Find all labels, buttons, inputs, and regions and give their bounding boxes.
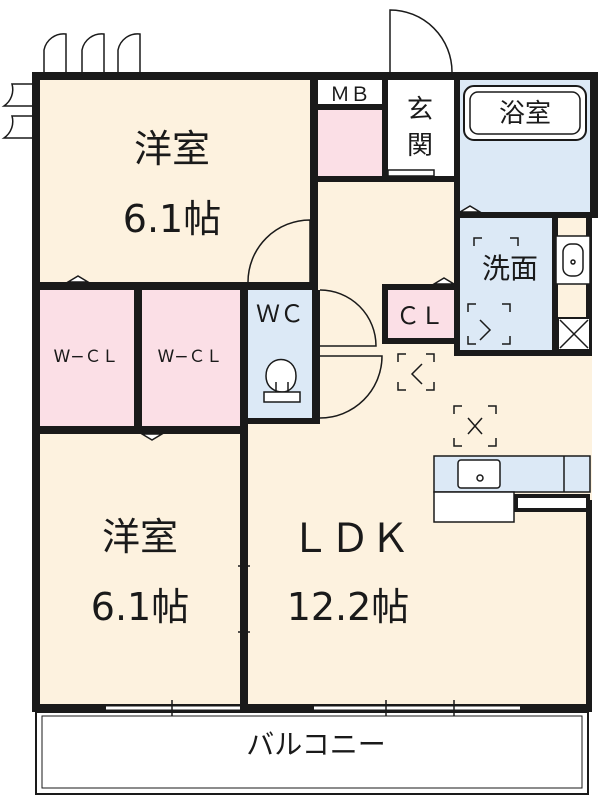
wall-toilet-bottom	[240, 418, 320, 424]
door-swing-icon	[319, 355, 383, 419]
wall-cl-bottom	[382, 338, 458, 344]
washbasin-bowl	[562, 243, 584, 277]
wall-closet-bottom	[38, 426, 248, 434]
door-swing-icon	[1, 83, 32, 107]
closet-door-mark	[457, 205, 483, 213]
entrance-closet-floor	[318, 110, 384, 176]
closet-door-mark	[65, 275, 91, 283]
door-swing-icon	[389, 9, 453, 73]
door-swing-icon	[319, 289, 377, 347]
balcony-outline	[35, 711, 589, 795]
walk-in-closet-2-floor	[142, 290, 242, 428]
walk-in-closet-2-label: W−ＣＬ	[157, 347, 222, 367]
kitchen-bar	[433, 491, 515, 523]
wall-toilet-right	[312, 290, 320, 420]
wall-mb-right	[382, 78, 388, 180]
wall-room1-bottom-b	[246, 282, 318, 290]
doors	[1, 9, 520, 716]
balcony-inner-line	[41, 715, 583, 789]
wall-room1-bottom-a	[38, 282, 246, 290]
wall-closet-divider	[134, 290, 142, 430]
door-swing-icon	[1, 115, 32, 139]
toilet-icon	[265, 358, 297, 393]
wall-wash-bottom	[454, 350, 592, 356]
wall-wash-right	[552, 212, 558, 356]
closet-label: ＣＬ	[396, 302, 444, 330]
wall-top-right	[312, 72, 598, 80]
meter-box-floor	[318, 80, 384, 108]
door-swing-icon	[81, 33, 105, 72]
wall-bath-bottom	[458, 212, 592, 218]
kitchen-partition-inner	[518, 498, 586, 508]
wall-room1-right	[310, 78, 318, 290]
smoke-detector-icon	[467, 303, 511, 345]
wall-right-lower	[586, 500, 592, 710]
wall-right-upper	[590, 72, 598, 218]
wall-left	[32, 72, 40, 712]
wall-entry-closet-bottom	[318, 176, 454, 182]
door-swing-icon	[117, 33, 141, 72]
door-swing-icon	[247, 219, 311, 283]
balcony-label: バルコニー	[246, 728, 385, 761]
toilet-label: ＷＣ	[256, 300, 304, 328]
wall-top-left	[32, 72, 312, 80]
wall-bottom	[32, 704, 592, 712]
closet-door-mark	[431, 277, 457, 285]
washbasin-drain	[570, 259, 576, 265]
walk-in-closet-1-label: W−ＣＬ	[53, 347, 118, 367]
bathtub-inner	[469, 91, 581, 135]
wall-cl-left	[382, 284, 388, 344]
wall-wet-left	[454, 78, 460, 356]
wall-cl-top	[382, 284, 458, 290]
walk-in-closet-1-floor	[38, 290, 136, 428]
smoke-detector-icon	[453, 405, 497, 447]
entrance-step	[387, 169, 435, 177]
ldk-name: ＬＤＫ	[290, 516, 410, 562]
smoke-detector-icon	[473, 237, 519, 246]
toilet-tank	[263, 391, 301, 403]
washroom-label: 洗面	[482, 252, 538, 285]
entrance-floor	[386, 80, 454, 176]
room-labels: 洋室 6.1帖 洋室 6.1帖 ＬＤＫ 12.2帖 W−ＣＬ W−ＣＬ ＷＣ Ｃ…	[53, 82, 551, 629]
entrance-label-top: 玄	[407, 95, 433, 125]
western-room-top-name: 洋室	[134, 127, 210, 171]
bathtub-icon	[463, 85, 587, 141]
western-room-bottom-name: 洋室	[102, 515, 178, 559]
balcony: バルコニー	[35, 711, 589, 795]
closet-floor	[386, 288, 454, 340]
ldk-size: 12.2帖	[287, 585, 410, 629]
fixtures	[263, 85, 591, 523]
smoke-detector-icon	[397, 353, 435, 391]
meter-box-label: ＭＢ	[330, 82, 370, 106]
western-room-bottom-size: 6.1帖	[91, 585, 189, 629]
closet-door-mark	[139, 433, 165, 441]
detectors	[397, 237, 519, 447]
kitchen-sink-icon	[457, 459, 501, 489]
wall-mb-bottom	[318, 104, 388, 110]
washer-cross	[559, 319, 589, 349]
door-swing-icon	[43, 33, 67, 72]
bathroom-label: 浴室	[499, 99, 551, 129]
entrance-label-bottom: 関	[407, 131, 433, 161]
western-room-top-size: 6.1帖	[123, 197, 221, 241]
kitchen-sink-drain	[476, 474, 484, 482]
